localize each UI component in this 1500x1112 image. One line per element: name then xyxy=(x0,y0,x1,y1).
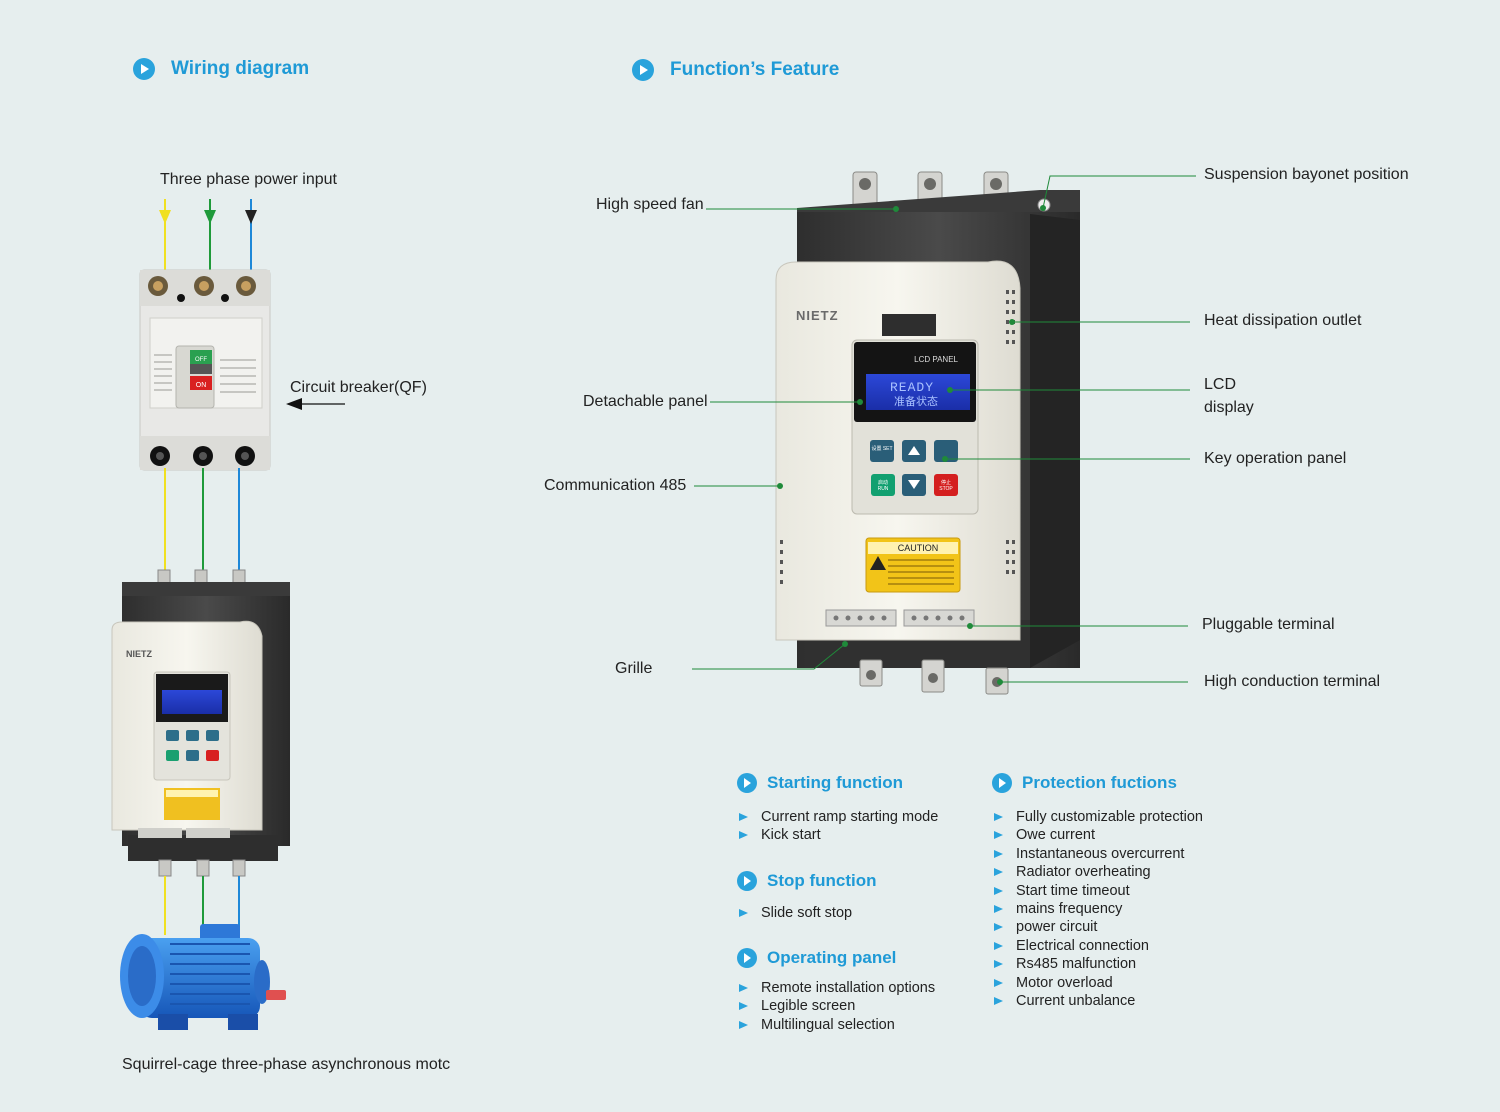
motor-image xyxy=(120,924,286,1030)
callout-grille: Grille xyxy=(615,660,653,677)
play-bullet-icon xyxy=(737,948,757,968)
callout-leaders xyxy=(692,175,1196,683)
wiring-diagram-title: Wiring diagram xyxy=(171,58,310,79)
middle-wires xyxy=(164,468,240,575)
stop-key-label: 停止 STOP xyxy=(939,480,953,492)
list-item: Electrical connection xyxy=(992,937,1203,955)
list-item: Legible screen xyxy=(737,997,935,1015)
breaker-off-text: OFF xyxy=(195,357,207,363)
lcd-panel-label: LCD PANEL xyxy=(914,355,958,364)
protection-functions-section: Protection fuctions Fully customizable p… xyxy=(992,773,1203,1010)
stop-key[interactable] xyxy=(934,474,958,496)
circuit-breaker-image: ON OFF xyxy=(139,269,271,471)
function-feature-header: Function’s Feature xyxy=(632,59,839,81)
set-key[interactable] xyxy=(870,440,894,462)
callout-lcd-line2: display xyxy=(1204,399,1254,416)
callout-dots xyxy=(777,205,1046,685)
breaker-on-text: ON xyxy=(196,382,207,389)
play-bullet-icon xyxy=(632,59,654,81)
operating-panel-section: Operating panel Remote installation opti… xyxy=(737,948,935,1034)
down-arrow-icon xyxy=(908,480,920,489)
small-brand-text: NIETZ xyxy=(126,649,153,659)
list-item: Instantaneous overcurrent xyxy=(992,845,1203,863)
play-bullet-icon xyxy=(737,871,757,891)
section-title: Stop function xyxy=(767,871,877,890)
up-arrow-icon xyxy=(908,446,920,455)
list-item: Start time timeout xyxy=(992,882,1203,900)
wiring-diagram-header: Wiring diagram xyxy=(133,58,309,80)
section-title: Starting function xyxy=(767,773,903,792)
list-item: mains frequency xyxy=(992,900,1203,918)
callout-heat-dissipation: Heat dissipation outlet xyxy=(1204,312,1362,329)
list-item: Rs485 malfunction xyxy=(992,955,1203,973)
small-soft-starter-image: NIETZ xyxy=(111,569,290,877)
stop-function-section: Stop function Slide soft stop xyxy=(737,871,877,922)
callout-key-operation-panel: Key operation panel xyxy=(1204,450,1347,467)
callout-pluggable-terminal: Pluggable terminal xyxy=(1202,616,1335,633)
caution-text: CAUTION xyxy=(898,543,939,553)
callout-suspension-bayonet: Suspension bayonet position xyxy=(1204,166,1409,183)
list-item: Slide soft stop xyxy=(737,904,877,922)
run-key-label: 启动 RUN xyxy=(877,480,889,492)
list-item: Radiator overheating xyxy=(992,863,1203,881)
list-item: Owe current xyxy=(992,826,1203,844)
callout-high-conduction-terminal: High conduction terminal xyxy=(1204,673,1381,690)
callout-high-speed-fan: High speed fan xyxy=(596,196,704,213)
list-item: Kick start xyxy=(737,826,938,844)
play-bullet-icon xyxy=(992,773,1012,793)
lcd-line1: READY xyxy=(890,380,934,395)
return-key[interactable] xyxy=(934,440,958,462)
starting-function-section: Starting function Current ramp starting … xyxy=(737,773,938,845)
callout-detachable-panel: Detachable panel xyxy=(583,393,708,410)
list-item: Current ramp starting mode xyxy=(737,808,938,826)
list-item: Current unbalance xyxy=(992,992,1203,1010)
play-bullet-icon xyxy=(737,773,757,793)
brand-logo-text: NIETZ xyxy=(796,308,839,323)
list-item: Motor overload xyxy=(992,974,1203,992)
list-item: Remote installation options xyxy=(737,979,935,997)
motor-label: Squirrel-cage three-phase asynchronous m… xyxy=(122,1056,451,1073)
list-item: Multilingual selection xyxy=(737,1016,935,1034)
function-feature-title: Function’s Feature xyxy=(670,59,840,80)
run-key[interactable] xyxy=(871,474,895,496)
section-title: Operating panel xyxy=(767,948,897,967)
large-soft-starter-image: NIETZ LCD PANEL READY 准备状态 CAUTION xyxy=(775,171,1080,695)
callout-lcd-line1: LCD xyxy=(1204,376,1237,393)
callout-communication-485: Communication 485 xyxy=(544,477,687,494)
section-title: Protection fuctions xyxy=(1022,773,1177,792)
three-phase-input-label: Three phase power input xyxy=(160,171,337,188)
play-bullet-icon xyxy=(133,58,155,80)
set-key-label: 设置 SET xyxy=(871,446,893,452)
list-item: Fully customizable protection xyxy=(992,808,1203,826)
list-item: power circuit xyxy=(992,918,1203,936)
lcd-line2: 准备状态 xyxy=(894,394,938,408)
circuit-breaker-label: Circuit breaker(QF) xyxy=(290,379,427,396)
